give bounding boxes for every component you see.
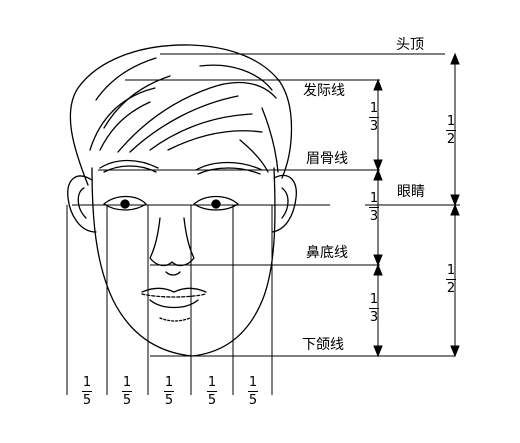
left-eyebrow: [103, 165, 157, 173]
hair-strand: [89, 87, 156, 151]
fraction-upper-third: 1 3: [369, 102, 379, 133]
arrowhead: [450, 345, 460, 358]
right-pupil: [211, 199, 221, 209]
face-outline: [91, 167, 276, 357]
fraction-denominator: 5: [164, 393, 174, 408]
fraction-fifth-4: 1 5: [207, 376, 217, 407]
fraction-denominator: 5: [248, 393, 258, 408]
fraction-bar: [164, 391, 174, 392]
fraction-denominator: 2: [446, 281, 456, 296]
hair-strand: [167, 130, 263, 151]
label-brow-line: 眉骨线: [306, 151, 348, 167]
upper-lip: [141, 287, 207, 293]
fraction-denominator: 2: [446, 132, 456, 147]
arrowhead: [373, 263, 383, 276]
hair-strand: [117, 81, 277, 153]
fraction-lower-half: 1 2: [446, 264, 456, 295]
left-ear-inner: [77, 187, 87, 219]
fraction-numerator: 1: [446, 114, 456, 129]
fraction-fifth-5: 1 5: [248, 376, 258, 407]
fraction-lower-third: 1 3: [369, 293, 379, 324]
right-eye: [193, 195, 239, 211]
fraction-bar: [369, 117, 379, 118]
right-ear: [271, 174, 297, 233]
fraction-bar: [369, 207, 379, 208]
arrowhead: [373, 254, 383, 267]
hair-strand: [95, 57, 157, 101]
hair-strand: [199, 64, 273, 91]
fraction-bar: [207, 391, 217, 392]
fraction-denominator: 3: [369, 119, 379, 134]
fraction-numerator: 1: [207, 375, 217, 390]
fraction-upper-half: 1 2: [446, 115, 456, 146]
mouth-line: [141, 293, 207, 298]
hair-strand: [129, 95, 239, 153]
fraction-numerator: 1: [122, 375, 132, 390]
fraction-fifth-3: 1 5: [164, 376, 174, 407]
fraction-middle-third: 1 3: [369, 192, 379, 223]
left-eye: [103, 195, 147, 211]
fraction-numerator: 1: [369, 292, 379, 307]
fraction-numerator: 1: [446, 263, 456, 278]
fraction-denominator: 5: [207, 393, 217, 408]
fraction-numerator: 1: [164, 375, 174, 390]
arrowhead: [373, 159, 383, 172]
label-hairline: 发际线: [303, 83, 345, 99]
fraction-bar: [446, 130, 456, 131]
hair-strand: [99, 101, 151, 151]
fraction-numerator: 1: [369, 191, 379, 206]
nose-tip: [165, 271, 181, 276]
right-ear-inner: [281, 187, 289, 219]
left-eyebrow: [99, 159, 159, 169]
arrowhead: [450, 194, 460, 207]
right-eyebrow: [197, 167, 261, 175]
left-ear: [67, 175, 97, 233]
arrowhead: [373, 345, 383, 358]
fraction-denominator: 3: [369, 209, 379, 224]
hair-strand: [103, 75, 171, 129]
label-chin-line: 下颌线: [302, 337, 344, 353]
fraction-numerator: 1: [248, 375, 258, 390]
fraction-bar: [446, 279, 456, 280]
arrowhead: [373, 168, 383, 181]
hair-strand: [261, 107, 279, 173]
arrowhead: [450, 52, 460, 65]
fraction-fifth-2: 1 5: [122, 376, 132, 407]
fraction-fifth-1: 1 5: [82, 376, 92, 407]
label-nose-base: 鼻底线: [306, 245, 348, 261]
fraction-denominator: 5: [82, 393, 92, 408]
hair-strand: [149, 113, 253, 151]
lower-lip: [149, 299, 199, 309]
fraction-bar: [369, 308, 379, 309]
fraction-bar: [248, 391, 258, 392]
fraction-numerator: 1: [82, 375, 92, 390]
nose: [149, 217, 195, 267]
fraction-denominator: 3: [369, 310, 379, 325]
arrowhead: [450, 203, 460, 216]
left-pupil: [120, 199, 130, 209]
fraction-numerator: 1: [369, 101, 379, 116]
hair-strand: [239, 139, 269, 173]
fraction-bar: [82, 391, 92, 392]
label-eyes: 眼睛: [397, 184, 425, 200]
fraction-bar: [122, 391, 132, 392]
fraction-denominator: 5: [122, 393, 132, 408]
arrowhead: [373, 78, 383, 91]
hair-outline: [69, 44, 293, 186]
chin-mark: [159, 317, 191, 322]
right-eyebrow: [195, 161, 263, 171]
label-top-of-head: 头顶: [396, 37, 424, 53]
